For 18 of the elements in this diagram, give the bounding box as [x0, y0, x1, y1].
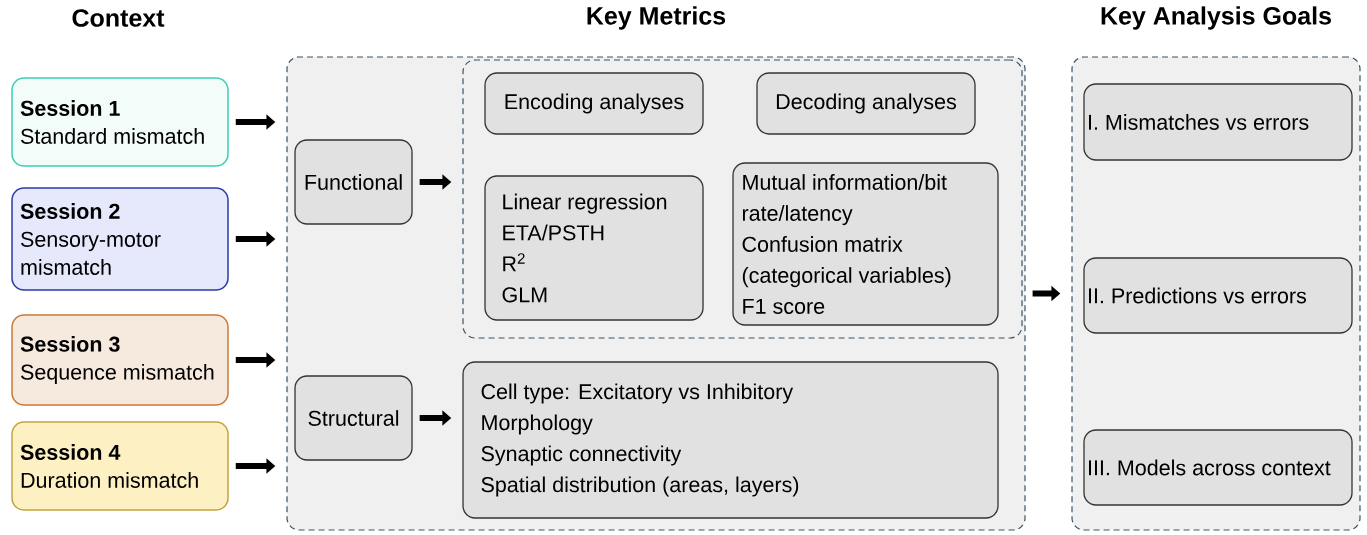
category-box: Encoding analyses — [484, 72, 704, 135]
dashed-group-frame — [462, 59, 1023, 339]
metric-box: II. Predictions vs errors — [1083, 257, 1353, 334]
session-box: Session 3 Sequence mismatch — [11, 314, 229, 406]
metric-box: Linear regression ETA/PSTH R$^{2}$ GLM — [484, 175, 704, 321]
metric-box: III. Models across context — [1083, 429, 1353, 506]
session-box: Session 4 Duration mismatch — [11, 421, 229, 511]
metric-box: Cell type: Excitatory vs Inhibitory Morphology Synaptic connectivity Spatial distribution (areas, layers) — [462, 361, 999, 519]
panel-heading: Key Analysis Goals — [1101, 6, 1331, 30]
category-box: Functional — [294, 139, 413, 225]
category-box: Structural — [294, 375, 413, 461]
column-heading: Context — [72, 9, 165, 27]
panel-heading: Key Metrics — [587, 6, 726, 30]
category-box: Decoding analyses — [756, 72, 976, 135]
session-box: Session 2 Sensory-motor mismatch — [11, 187, 229, 291]
metric-box: I. Mismatches vs errors — [1083, 83, 1353, 161]
session-box: Session 1 Standard mismatch — [11, 77, 229, 167]
metric-box: Mutual information/bit rate/latency Confusion matrix (categorical variables) F1 score — [732, 162, 999, 326]
